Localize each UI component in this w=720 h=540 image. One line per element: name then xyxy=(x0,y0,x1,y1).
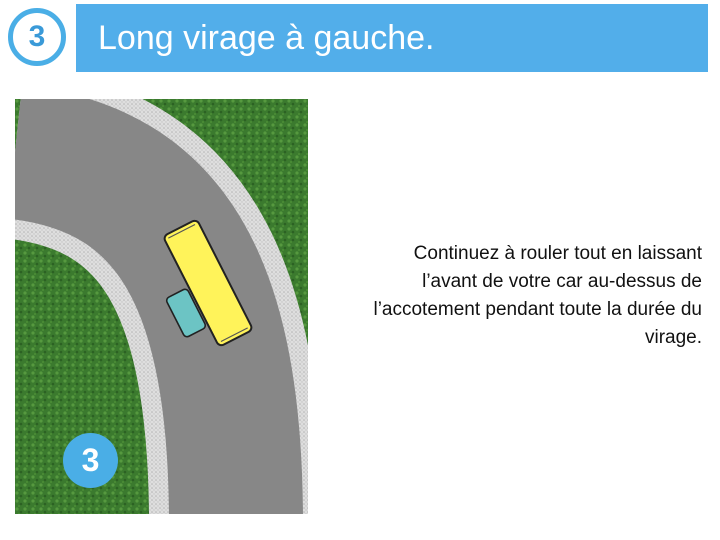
curve-illustration xyxy=(15,99,308,514)
step-badge-number: 3 xyxy=(81,442,100,478)
instruction-line: l’accotement pendant toute la durée du xyxy=(373,299,702,320)
instruction-line: virage. xyxy=(644,327,702,348)
car xyxy=(165,288,207,338)
page-title: Long virage à gauche. xyxy=(98,19,435,57)
bus xyxy=(163,219,253,347)
instruction-line: l’avant de votre car au-dessus de xyxy=(422,271,702,292)
step-number: 3 xyxy=(28,20,46,53)
instruction-line: Continuez à rouler tout en laissant xyxy=(413,243,702,264)
instruction-text: Continuez à rouler tout en laissant l’av… xyxy=(300,240,702,352)
title-bar: Long virage à gauche. xyxy=(76,4,708,72)
step-badge: 3 xyxy=(63,433,118,488)
step-number-circle: 3 xyxy=(8,8,66,66)
